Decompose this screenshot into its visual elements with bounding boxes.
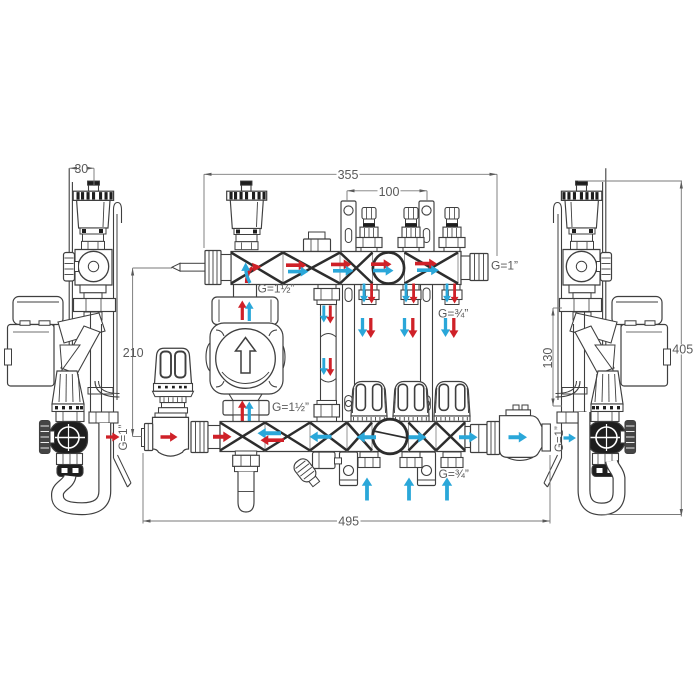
svg-text:495: 495 [338,514,359,528]
svg-text:G=1”: G=1” [491,259,518,273]
svg-text:G=1”: G=1” [118,424,130,450]
svg-text:G=1½”: G=1½” [258,282,295,296]
svg-text:G=1½”: G=1½” [272,400,309,414]
svg-text:G=¾”: G=¾” [439,467,469,481]
svg-text:100: 100 [379,185,400,199]
svg-text:210: 210 [123,346,144,360]
svg-text:G=¾”: G=¾” [438,306,468,320]
svg-text:405: 405 [672,342,693,356]
svg-text:30: 30 [74,162,88,176]
svg-text:130: 130 [541,348,555,369]
svg-text:355: 355 [338,168,359,182]
svg-text:G=1”: G=1” [554,426,566,452]
